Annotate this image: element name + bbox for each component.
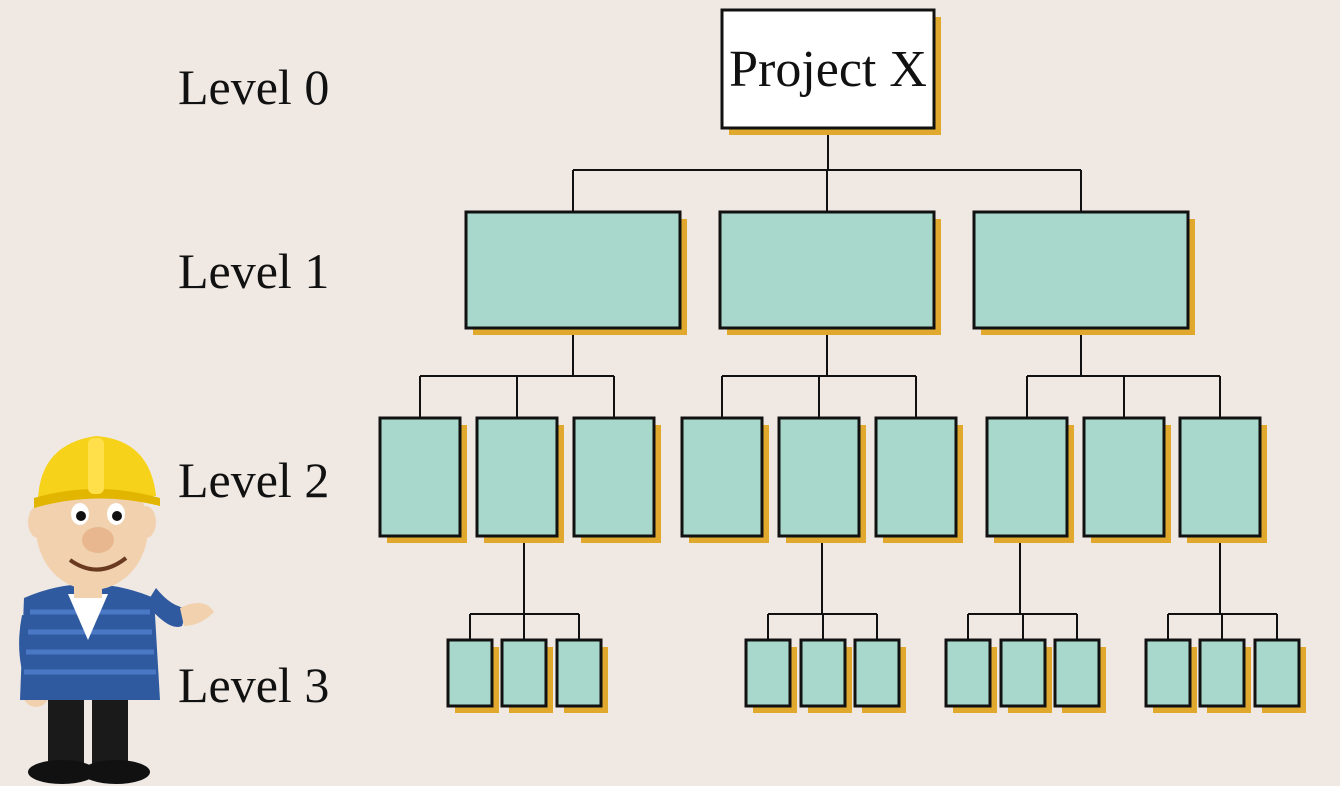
level-3-node <box>446 638 499 713</box>
level-3-node <box>944 638 997 713</box>
level-label-3: Level 3 <box>178 657 330 713</box>
root-node-label: Project X <box>729 40 927 98</box>
level-2-node <box>985 416 1074 543</box>
level-label-0: Level 0 <box>178 59 330 115</box>
level-2-node <box>1082 416 1171 543</box>
level-3-node <box>744 638 797 713</box>
level-2-node <box>1178 416 1267 543</box>
level-1-node <box>718 210 941 335</box>
level-2-node <box>680 416 769 543</box>
node-boxes <box>378 8 1306 713</box>
level-3-node <box>500 638 553 713</box>
level-label-2: Level 2 <box>178 452 330 508</box>
level-2-node <box>475 416 564 543</box>
level-2-node <box>572 416 661 543</box>
level-3-node <box>999 638 1052 713</box>
level-3-node <box>1053 638 1106 713</box>
level-3-node <box>555 638 608 713</box>
root-node <box>720 8 941 135</box>
level-2-node <box>378 416 467 543</box>
level-3-node <box>1144 638 1197 713</box>
level-2-node <box>777 416 866 543</box>
level-3-node <box>1253 638 1306 713</box>
level-1-node <box>464 210 687 335</box>
level-3-node <box>853 638 906 713</box>
level-2-node <box>874 416 963 543</box>
construction-worker-icon <box>19 436 214 784</box>
connector-lines <box>419 128 1278 640</box>
level-3-node <box>1198 638 1251 713</box>
level-3-node <box>799 638 852 713</box>
level-label-1: Level 1 <box>178 243 330 299</box>
level-1-node <box>972 210 1195 335</box>
